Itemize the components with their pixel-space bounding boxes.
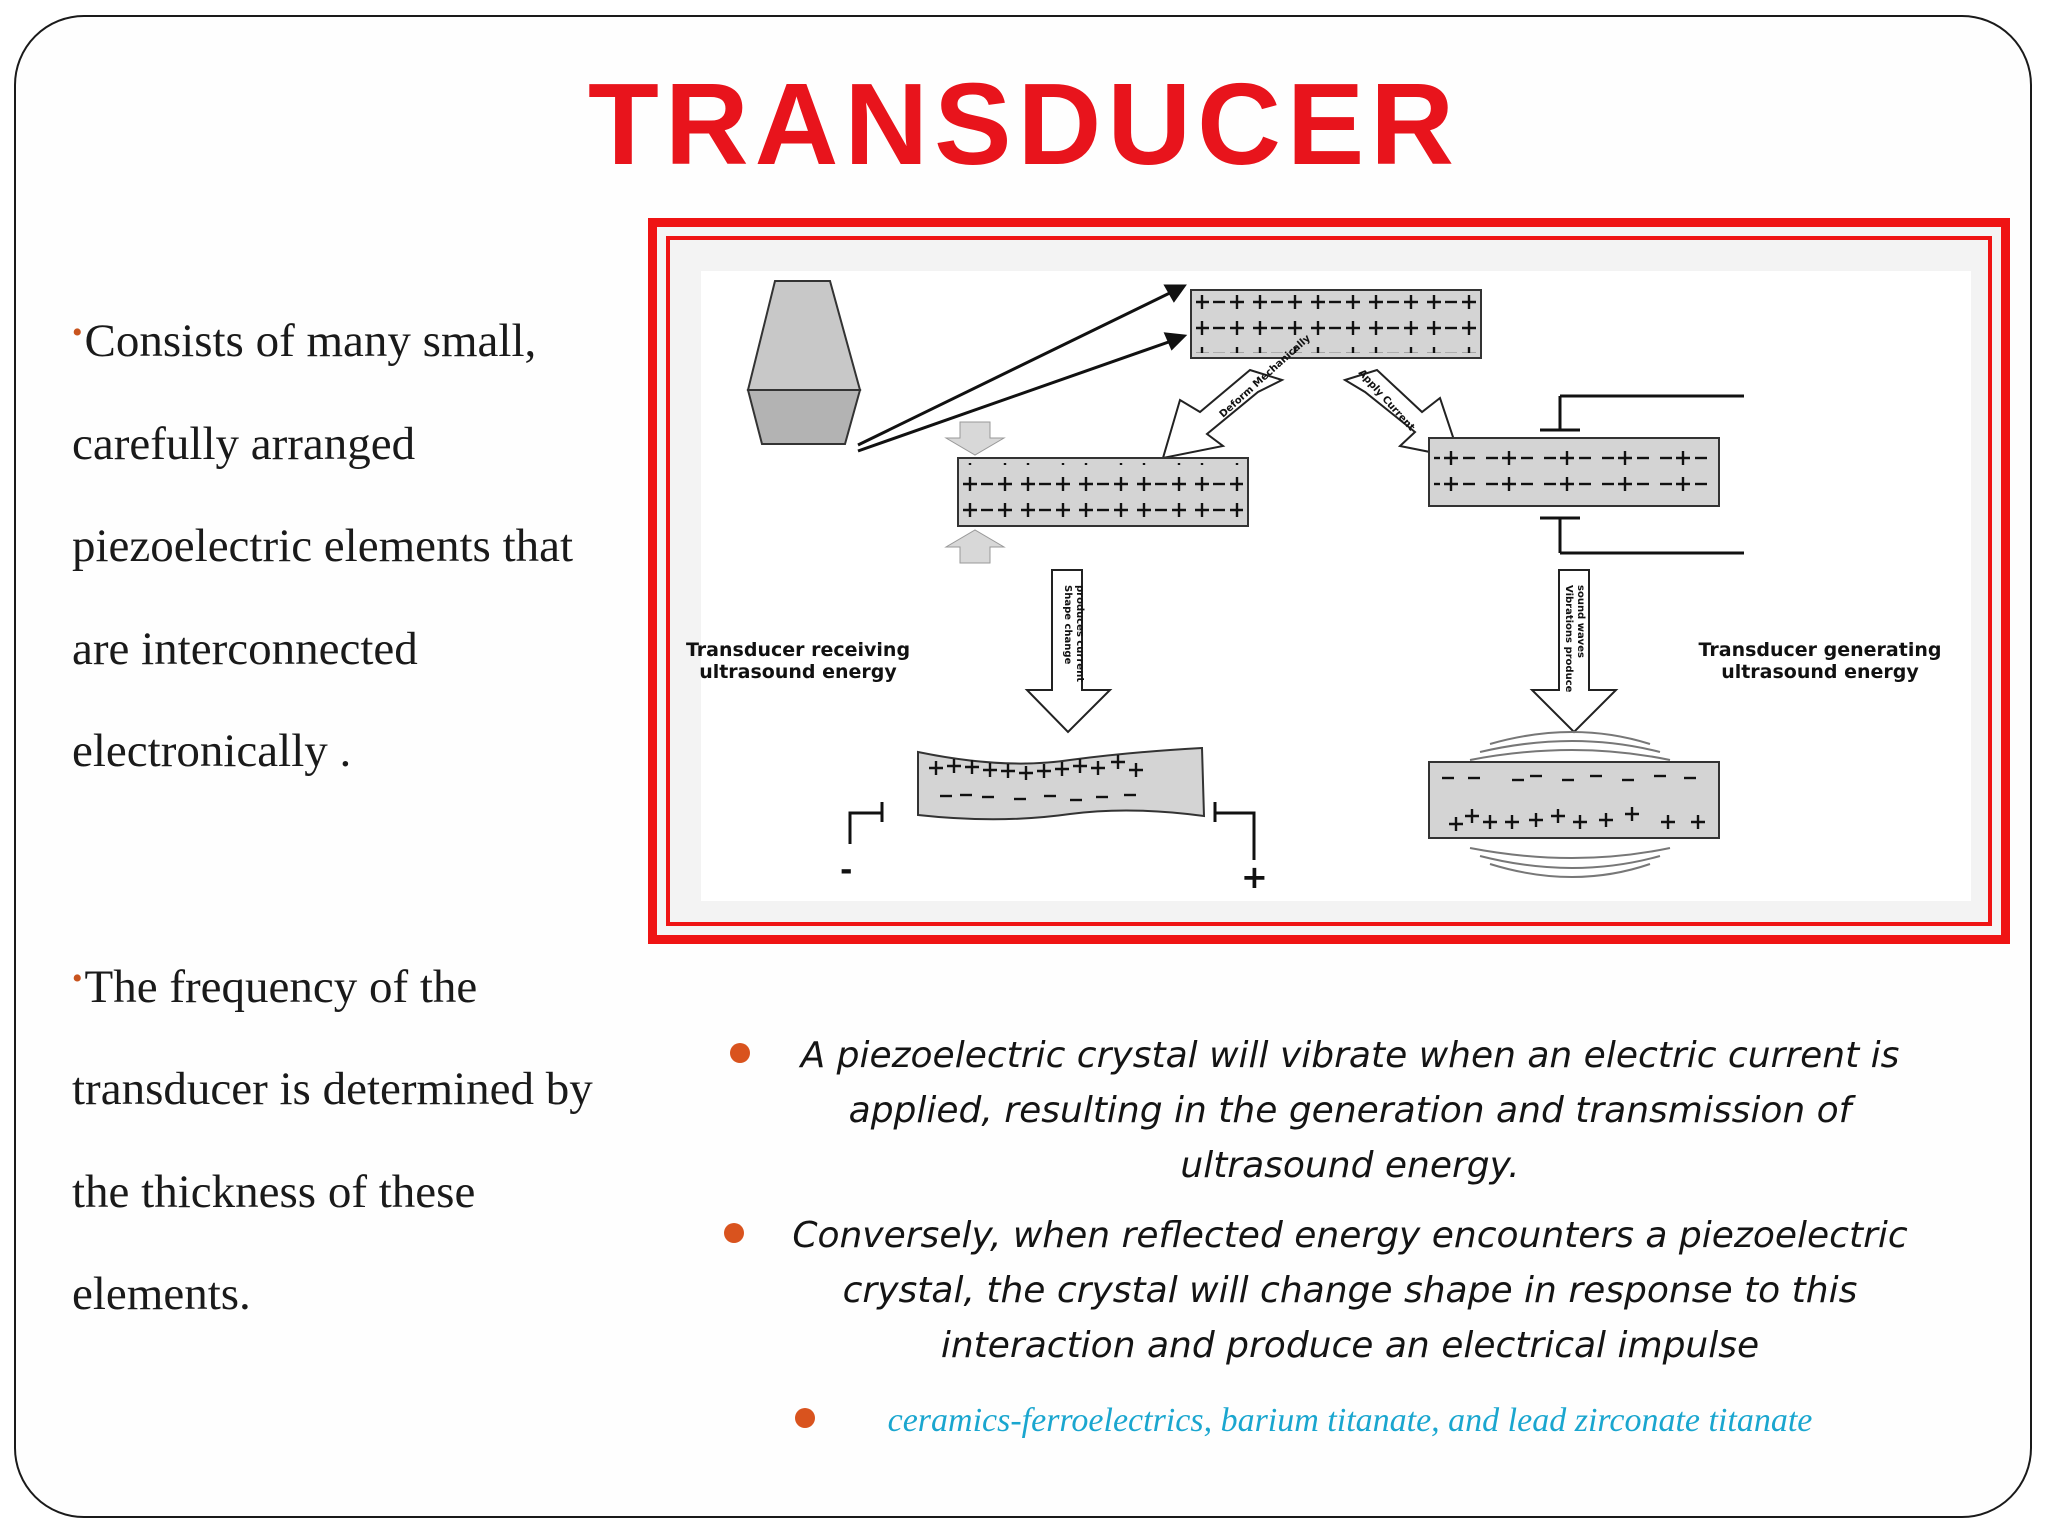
crystal-right-middle: [1428, 394, 1744, 555]
probe-icon: [746, 280, 862, 445]
terminal-minus: -: [840, 853, 852, 888]
right-bullet-item: Conversely, when reflected energy encoun…: [720, 1208, 1940, 1373]
left-bullet-text: The frequency of the transducer is deter…: [72, 960, 593, 1321]
vibrations-arrow-icon: Vibrations produce sound waves: [1529, 569, 1619, 734]
right-bullet-item: ceramics-ferroelectrics, barium titanate…: [720, 1393, 1940, 1448]
bullet-dot-icon: [724, 1223, 744, 1243]
bullet-dot-icon: [795, 1408, 815, 1428]
generating-label-1: Transducer generating: [1699, 639, 1942, 661]
right-bullet-text-materials: ceramics-ferroelectrics, barium titanate…: [887, 1402, 1813, 1439]
shape-change-arrow-icon: Shape change produces current: [1024, 569, 1113, 734]
transducer-diagram-frame: Deform Mechanically Apply Current: [648, 218, 2010, 944]
left-bullet-item: •The frequency of the transducer is dete…: [72, 928, 612, 1346]
terminal-plus: +: [1241, 858, 1268, 896]
receiving-label-2: ultrasound energy: [699, 661, 897, 683]
receiving-label-1: Transducer receiving: [686, 639, 910, 661]
crystal-bottom-left: - +: [840, 746, 1268, 896]
vibrations-label-1: Vibrations produce: [1563, 585, 1574, 693]
transducer-diagram: Deform Mechanically Apply Current: [666, 236, 1992, 926]
right-bullet-item: A piezoelectric crystal will vibrate whe…: [720, 1028, 1940, 1193]
bullet-dot-icon: •: [72, 316, 83, 349]
diagram-figure: Deform Mechanically Apply Current: [686, 271, 1971, 901]
shape-change-label-1: Shape change: [1062, 585, 1073, 665]
right-bullet-text: Conversely, when reflected energy encoun…: [792, 1215, 1908, 1366]
crystal-left-middle: [944, 421, 1249, 564]
right-bullet-list: A piezoelectric crystal will vibrate whe…: [720, 1028, 1940, 1448]
crystal-top: [1190, 289, 1482, 359]
generating-label-2: ultrasound energy: [1721, 661, 1919, 683]
shape-change-label-2: produces current: [1074, 585, 1085, 682]
right-bullet-text: A piezoelectric crystal will vibrate whe…: [800, 1035, 1900, 1186]
left-bullet-text: Consists of many small, carefully arrang…: [72, 315, 574, 777]
bullet-dot-icon: •: [72, 961, 83, 995]
left-bullet-list: •Consists of many small, carefully arran…: [72, 282, 612, 1346]
bullet-dot-icon: [730, 1043, 750, 1063]
left-bullet-item: •Consists of many small, carefully arran…: [72, 282, 612, 803]
crystal-bottom-right: [1428, 731, 1720, 878]
vibrations-label-2: sound waves: [1575, 585, 1586, 658]
slide-title: TRANSDUCER: [588, 59, 1460, 189]
